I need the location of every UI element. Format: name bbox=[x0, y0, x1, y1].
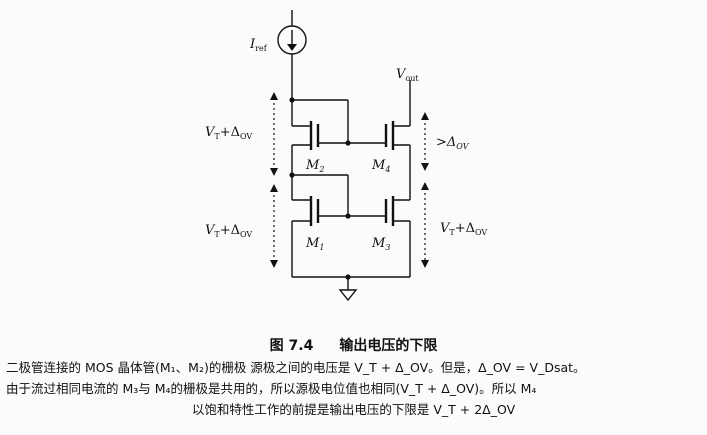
transistor-m1 bbox=[291, 196, 320, 277]
label-iref: Iref bbox=[249, 37, 268, 53]
dim-arrow-left-bottom bbox=[270, 184, 278, 268]
figure-caption-title: 图 7.4 输出电压的下限 bbox=[0, 335, 707, 355]
caption-line-3: 以饱和特性工作的前提是输出电压的下限是 V_T + 2Δ_OV bbox=[191, 402, 516, 417]
dim-arrow-right-bottom bbox=[421, 182, 429, 268]
figure-title: 输出电压的下限 bbox=[339, 338, 438, 354]
caption-line-1: 二极管连接的 MOS 晶体管(M₁、M₂)的栅极 源极之间的电压是 V_T + … bbox=[6, 360, 586, 375]
label-vt-dov-left-bottom: VT+ΔOV bbox=[205, 223, 252, 239]
figure-number: 图 7.4 bbox=[269, 338, 314, 354]
label-m1: M1 bbox=[305, 236, 324, 252]
label-vt-dov-left-top: VT+ΔOV bbox=[205, 125, 252, 141]
current-mirror-schematic: Iref Vout M2 M4 M1 M3 VT+ΔOV VT+ΔOV >ΔOV… bbox=[205, 10, 487, 302]
current-source-iref bbox=[277, 25, 307, 55]
ground-symbol bbox=[338, 289, 358, 302]
label-m2: M2 bbox=[305, 158, 324, 174]
label-vt-dov-right: VT+ΔOV bbox=[440, 221, 487, 237]
dim-arrow-left-top bbox=[270, 92, 278, 176]
dim-arrow-right-top bbox=[421, 112, 429, 171]
transistor-m4 bbox=[384, 88, 411, 200]
label-m4: M4 bbox=[371, 158, 390, 174]
label-gt-dov: >ΔOV bbox=[436, 135, 470, 151]
caption-line-2: 由于流过相同电流的 M₃与 M₄的栅极是共用的，所以源极电位值也相同(V_T +… bbox=[6, 381, 537, 396]
label-vout: Vout bbox=[396, 67, 419, 83]
label-m3: M3 bbox=[371, 236, 390, 252]
transistor-m3 bbox=[384, 196, 411, 277]
